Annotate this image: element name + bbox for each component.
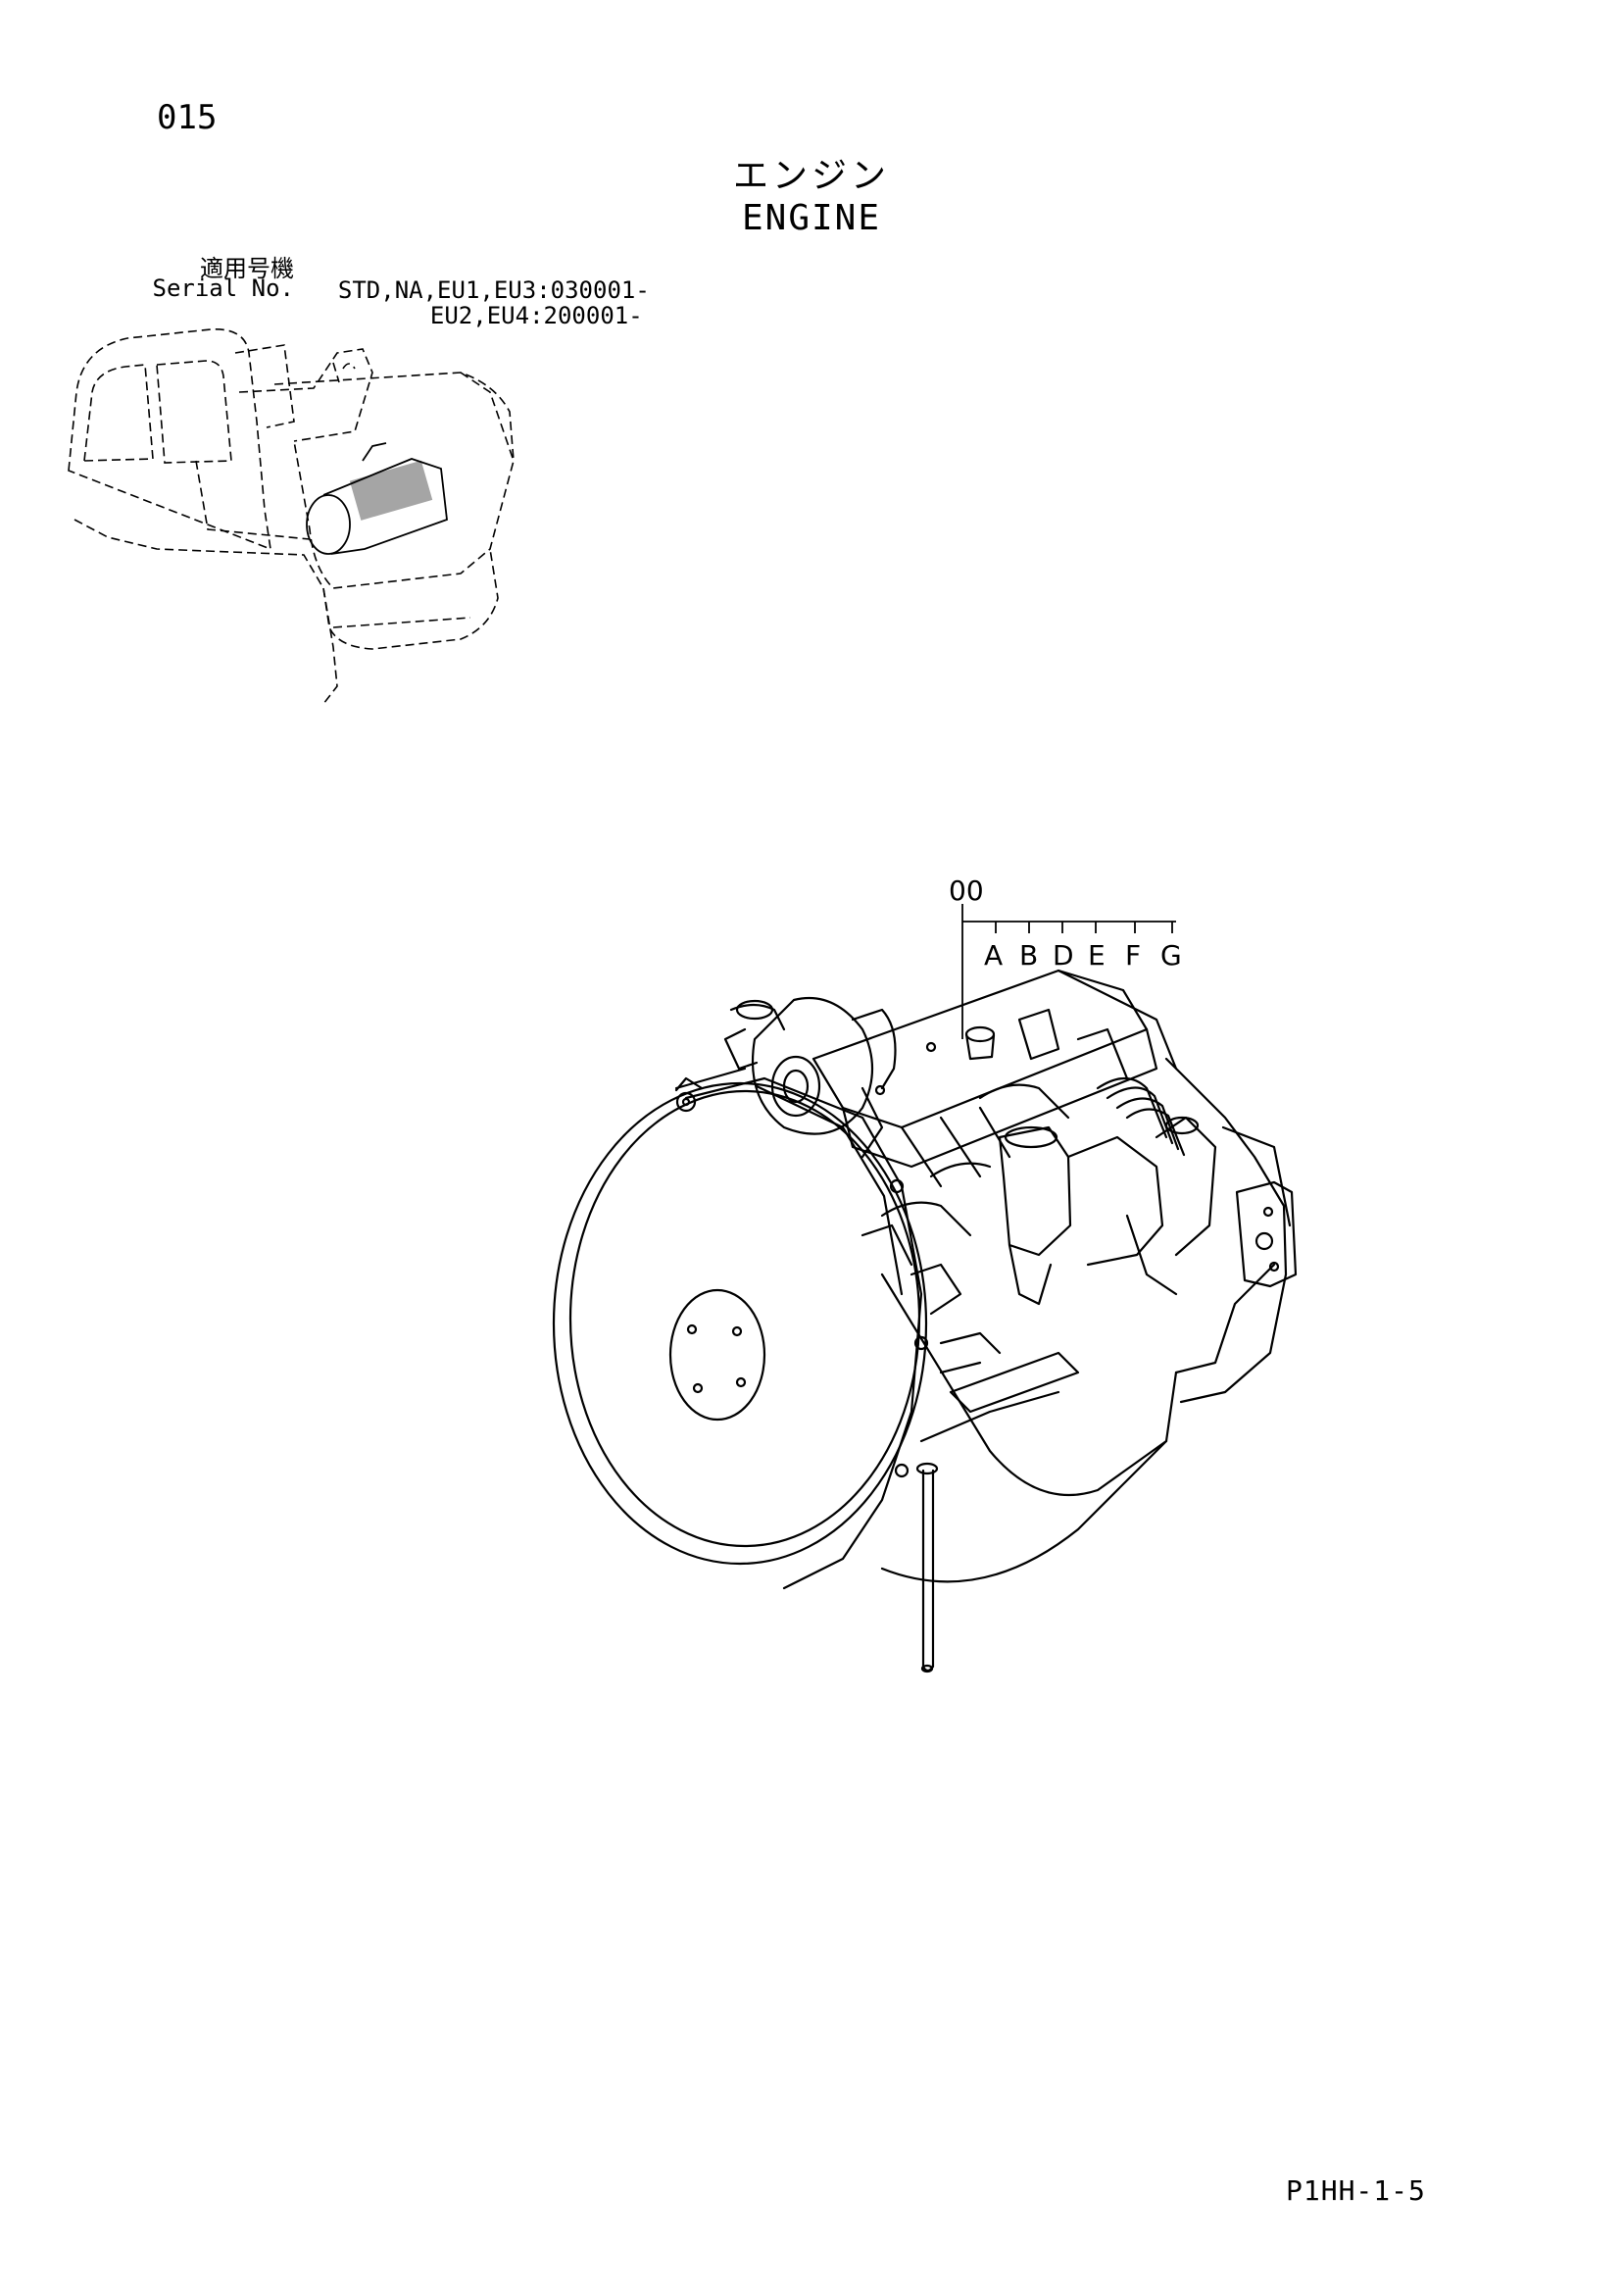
page-title-japanese: エンジン [732, 156, 890, 196]
serial-row-1-models: STD,NA,EU1,EU3 [337, 276, 537, 304]
serial-row-2-models: EU2,EU4 [429, 302, 530, 329]
excavator-locator-icon [68, 328, 515, 705]
callout-ref-f: F [1125, 939, 1141, 972]
callout-lines [961, 904, 1176, 1039]
callout-assembly-ref: 00 [949, 874, 984, 907]
locator-engine-icon [306, 442, 448, 555]
serial-row-2: EU2,EU4:200001- [429, 302, 643, 329]
callout-ref-a: A [984, 939, 1003, 972]
callout-ref-d: D [1053, 939, 1074, 972]
engine-illustration [552, 969, 1298, 1673]
callout-ref-b: B [1019, 939, 1038, 972]
serial-row-1-serial: 030001- [550, 276, 650, 304]
callout-ref-e: E [1088, 939, 1106, 972]
page-number: 015 [157, 98, 218, 137]
document-code: P1HH-1-5 [1286, 2174, 1426, 2207]
callout-ref-g: G [1160, 939, 1182, 972]
serial-label-japanese: 適用号機 [200, 255, 294, 282]
serial-row-2-serial: 200001- [543, 302, 643, 329]
serial-label-english: Serial No. [152, 275, 295, 302]
page-title-english: ENGINE [741, 198, 882, 238]
serial-row-1: STD,NA,EU1,EU3:030001- [337, 276, 650, 304]
